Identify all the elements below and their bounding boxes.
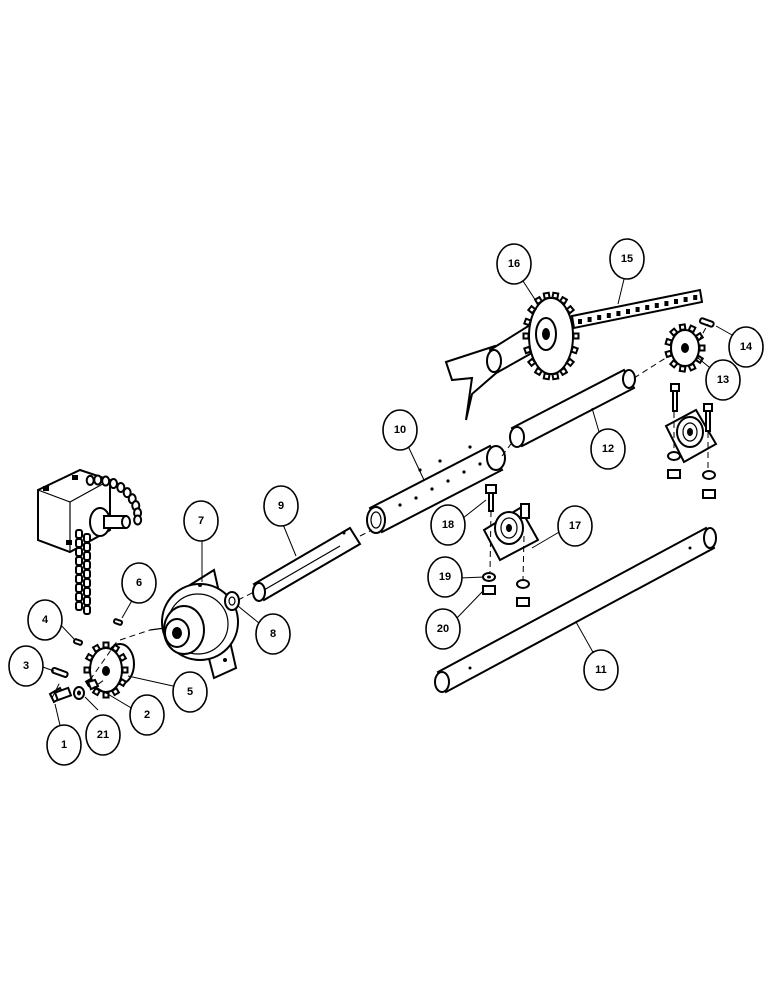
svg-text:20: 20 (437, 623, 449, 635)
svg-text:9: 9 (278, 500, 284, 512)
bearing-upper-right (664, 383, 718, 499)
nut-part-20 (482, 585, 496, 595)
key-part-14 (698, 317, 715, 328)
svg-text:8: 8 (270, 628, 276, 640)
callout-20: 20 (425, 608, 461, 650)
svg-text:5: 5 (187, 686, 193, 698)
setscrew-part-6 (112, 618, 124, 626)
bearing-part-17 (482, 503, 540, 562)
callout-1: 1 (46, 724, 82, 766)
svg-text:6: 6 (136, 577, 142, 589)
svg-text:2: 2 (144, 709, 150, 721)
bolt-part-1 (48, 686, 73, 704)
callout-10: 10 (382, 409, 418, 451)
callout-17: 17 (557, 505, 593, 547)
callout-7: 7 (183, 500, 219, 542)
bushing-part-8 (224, 591, 240, 611)
callout-18: 18 (430, 504, 466, 546)
callout-6: 6 (121, 562, 157, 604)
svg-text:19: 19 (439, 571, 451, 583)
callout-2: 2 (129, 694, 165, 736)
svg-text:10: 10 (394, 424, 406, 436)
callout-3: 3 (8, 645, 44, 687)
shaft-part-9 (252, 526, 362, 602)
key-part-3 (51, 666, 69, 678)
callout-8: 8 (255, 613, 291, 655)
bolt-part-18 (485, 484, 497, 512)
svg-text:17: 17 (569, 520, 581, 532)
drive-chain-top (85, 474, 143, 526)
tube-part-10 (366, 444, 506, 534)
svg-text:16: 16 (508, 258, 520, 270)
drive-chain-vertical (75, 529, 91, 615)
sprocket-part-16 (522, 291, 580, 381)
svg-text:3: 3 (23, 660, 29, 672)
washer-part-19 (482, 572, 496, 582)
nut-part-2 (86, 678, 100, 691)
callout-19: 19 (427, 556, 463, 598)
callout-16: 16 (496, 243, 532, 285)
svg-text:7: 7 (198, 515, 204, 527)
svg-text:13: 13 (717, 374, 729, 386)
callout-15: 15 (609, 238, 645, 280)
svg-text:11: 11 (595, 664, 607, 676)
washer-part-21 (73, 686, 85, 700)
svg-text:14: 14 (740, 341, 753, 353)
callout-21: 21 (85, 714, 121, 756)
svg-text:4: 4 (42, 614, 49, 626)
roller-chain-part-15 (570, 288, 704, 330)
svg-text:21: 21 (97, 729, 109, 741)
callout-9: 9 (263, 485, 299, 527)
bearing-17-hardware-right (516, 579, 530, 607)
pin-part-4 (72, 638, 84, 646)
callout-11: 11 (583, 649, 619, 691)
tube-part-11 (434, 526, 717, 694)
svg-text:12: 12 (602, 443, 614, 455)
svg-text:15: 15 (621, 253, 633, 265)
gearbox (37, 468, 131, 554)
svg-text:18: 18 (442, 519, 454, 531)
tube-part-12 (509, 368, 636, 448)
callout-14: 14 (728, 326, 764, 368)
svg-text:1: 1 (61, 739, 67, 751)
callout-12: 12 (590, 428, 626, 470)
drive-sprocket (83, 641, 135, 699)
pulley-clutch-part-7 (149, 568, 239, 680)
callout-13: 13 (705, 359, 741, 401)
assembly-centerlines (51, 323, 709, 699)
callout-5: 5 (172, 671, 208, 713)
callout-4: 4 (27, 599, 63, 641)
sprocket-part-13 (664, 323, 706, 373)
